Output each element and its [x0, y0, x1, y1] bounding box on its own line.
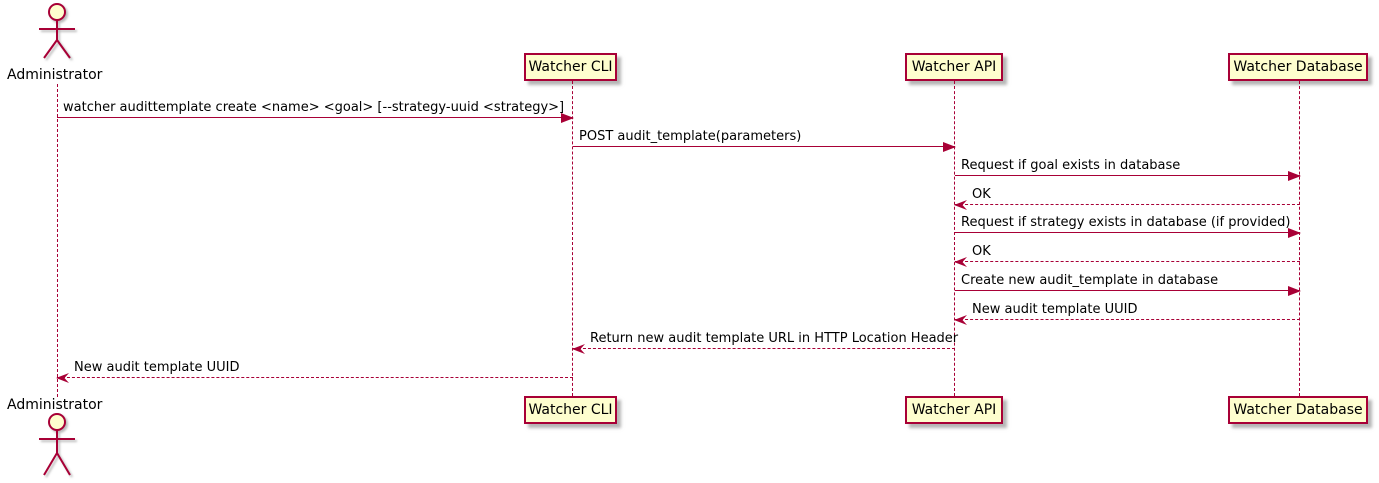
message-label: POST audit_template(parameters)	[579, 129, 802, 144]
arrow-right-icon	[1288, 171, 1301, 181]
message-line	[955, 175, 1300, 176]
message-label: Create new audit_template in database	[961, 273, 1219, 288]
participant-label: Watcher API	[911, 402, 997, 418]
message-create-audittemplate: watcher audittemplate create <name> <goa…	[57, 100, 574, 123]
message-return-url-location-header: Return new audit template URL in HTTP Lo…	[572, 331, 959, 354]
message-post-audit-template: POST audit_template(parameters)	[573, 129, 956, 152]
message-label: OK	[972, 244, 991, 259]
lifeline-watcher-cli	[572, 81, 573, 396]
participant-label: Watcher CLI	[528, 402, 613, 418]
message-label: watcher audittemplate create <name> <goa…	[63, 100, 565, 115]
arrow-right-icon	[561, 113, 574, 123]
message-create-audit-template-db: Create new audit_template in database	[955, 273, 1301, 296]
participant-label: Watcher Database	[1233, 402, 1363, 418]
message-line	[955, 204, 1300, 205]
message-line	[57, 377, 573, 378]
participant-watcher-api-bottom: Watcher API	[905, 396, 1003, 424]
participant-label: Watcher CLI	[528, 59, 613, 75]
actor-figure-bottom	[39, 413, 75, 476]
arrow-right-icon	[943, 142, 956, 152]
participant-label: Watcher API	[911, 59, 997, 75]
message-line	[955, 319, 1300, 320]
message-line	[57, 117, 573, 118]
actor-figure-top	[39, 3, 75, 59]
participant-watcher-cli-bottom: Watcher CLI	[524, 396, 617, 424]
lifeline-watcher-database	[1299, 81, 1300, 396]
arrow-left-icon	[56, 373, 69, 383]
message-line	[573, 146, 955, 147]
actor-label-bottom: Administrator	[7, 397, 103, 413]
participant-watcher-database-bottom: Watcher Database	[1228, 396, 1368, 424]
message-label: New audit template UUID	[74, 360, 240, 375]
message-line	[573, 348, 955, 349]
lifeline-watcher-api	[954, 81, 955, 396]
message-strategy-ok: OK	[954, 244, 1300, 267]
participant-watcher-database-top: Watcher Database	[1228, 53, 1368, 81]
actor-label-top: Administrator	[7, 67, 103, 83]
message-label: OK	[972, 187, 991, 202]
message-label: New audit template UUID	[972, 302, 1138, 317]
message-new-uuid-to-admin: New audit template UUID	[56, 360, 573, 383]
message-label: Request if goal exists in database	[961, 158, 1181, 173]
message-line	[955, 261, 1300, 262]
arrow-left-icon	[572, 344, 585, 354]
participant-watcher-cli-top: Watcher CLI	[524, 53, 617, 81]
message-label: Return new audit template URL in HTTP Lo…	[590, 331, 959, 346]
message-line	[955, 232, 1300, 233]
lifeline-administrator	[57, 84, 58, 397]
participant-watcher-api-top: Watcher API	[905, 53, 1003, 81]
arrow-right-icon	[1288, 286, 1301, 296]
arrow-left-icon	[954, 200, 967, 210]
message-label: Request if strategy exists in database (…	[961, 215, 1291, 230]
message-new-uuid-from-db: New audit template UUID	[954, 302, 1300, 325]
arrow-left-icon	[954, 257, 967, 267]
message-goal-ok: OK	[954, 187, 1300, 210]
participant-label: Watcher Database	[1233, 59, 1363, 75]
arrow-left-icon	[954, 315, 967, 325]
message-request-goal-exists: Request if goal exists in database	[955, 158, 1301, 181]
message-line	[955, 290, 1300, 291]
message-request-strategy-exists: Request if strategy exists in database (…	[955, 215, 1301, 238]
arrow-right-icon	[1288, 228, 1301, 238]
